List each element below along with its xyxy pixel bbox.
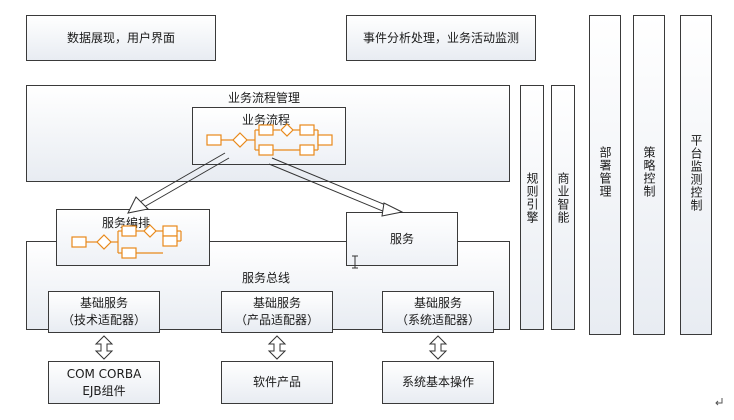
data-display-label: 数据展现，用户界面 — [66, 31, 175, 45]
com-corba-line1: COM CORBA — [66, 366, 142, 381]
service-bus-title: 服务总线 — [242, 271, 291, 285]
software-product-box: 软件产品 — [221, 361, 333, 404]
business-process-flow-icon — [206, 123, 333, 156]
text-cursor-icon — [352, 255, 358, 269]
system-operation-label: 系统基本操作 — [401, 375, 474, 389]
process-management-title: 业务流程管理 — [228, 91, 301, 105]
adapter-product-line2: （产品适配器） — [234, 313, 319, 327]
platform-monitoring-column — [680, 15, 712, 335]
service-orchestration-label: 服务编排 — [102, 216, 151, 230]
event-analysis-box: 事件分析处理，业务活动监测 — [346, 15, 536, 61]
connector-technical — [94, 335, 114, 360]
adapter-product-line1: 基础服务 — [252, 296, 301, 310]
software-product-label: 软件产品 — [252, 375, 301, 389]
adapter-system-line1: 基础服务 — [413, 296, 462, 310]
adapter-box-technical: 基础服务 （技术适配器） — [48, 291, 160, 333]
strategy-control-label: 策略控制 — [642, 146, 656, 198]
deployment-management-label: 部署管理 — [598, 146, 612, 198]
connector-product — [267, 335, 287, 360]
rule-engine-column — [520, 85, 544, 330]
orchestration-flow-icon — [71, 224, 182, 259]
com-corba-line2: EJB组件 — [82, 383, 126, 398]
system-operation-box: 系统基本操作 — [382, 361, 494, 404]
platform-monitoring-label: 平台监测控制 — [689, 134, 703, 212]
adapter-technical-line1: 基础服务 — [79, 296, 128, 310]
return-mark-icon — [715, 398, 723, 406]
data-display-box: 数据展现，用户界面 — [26, 15, 216, 61]
connector-system — [428, 335, 448, 360]
business-process-label: 业务流程 — [242, 113, 291, 127]
arrow-to-service — [268, 157, 404, 217]
adapter-box-product: 基础服务 （产品适配器） — [221, 291, 333, 333]
event-analysis-label: 事件分析处理，业务活动监测 — [362, 31, 519, 45]
service-label: 服务 — [389, 232, 414, 246]
adapter-technical-line2: （技术适配器） — [61, 313, 146, 327]
business-intelligence-label: 商业智能 — [556, 172, 570, 224]
adapter-box-system: 基础服务 （系统适配器） — [382, 291, 494, 333]
strategy-control-column — [633, 15, 665, 335]
service-box: 服务 — [346, 212, 458, 266]
com-corba-box: COM CORBA EJB组件 — [48, 361, 160, 404]
deployment-management-column — [589, 15, 621, 335]
rule-engine-label: 规则引擎 — [525, 172, 539, 224]
business-intelligence-column — [551, 85, 575, 330]
arrow-to-orchestration — [127, 152, 230, 214]
adapter-system-line2: （系统适配器） — [395, 313, 480, 327]
